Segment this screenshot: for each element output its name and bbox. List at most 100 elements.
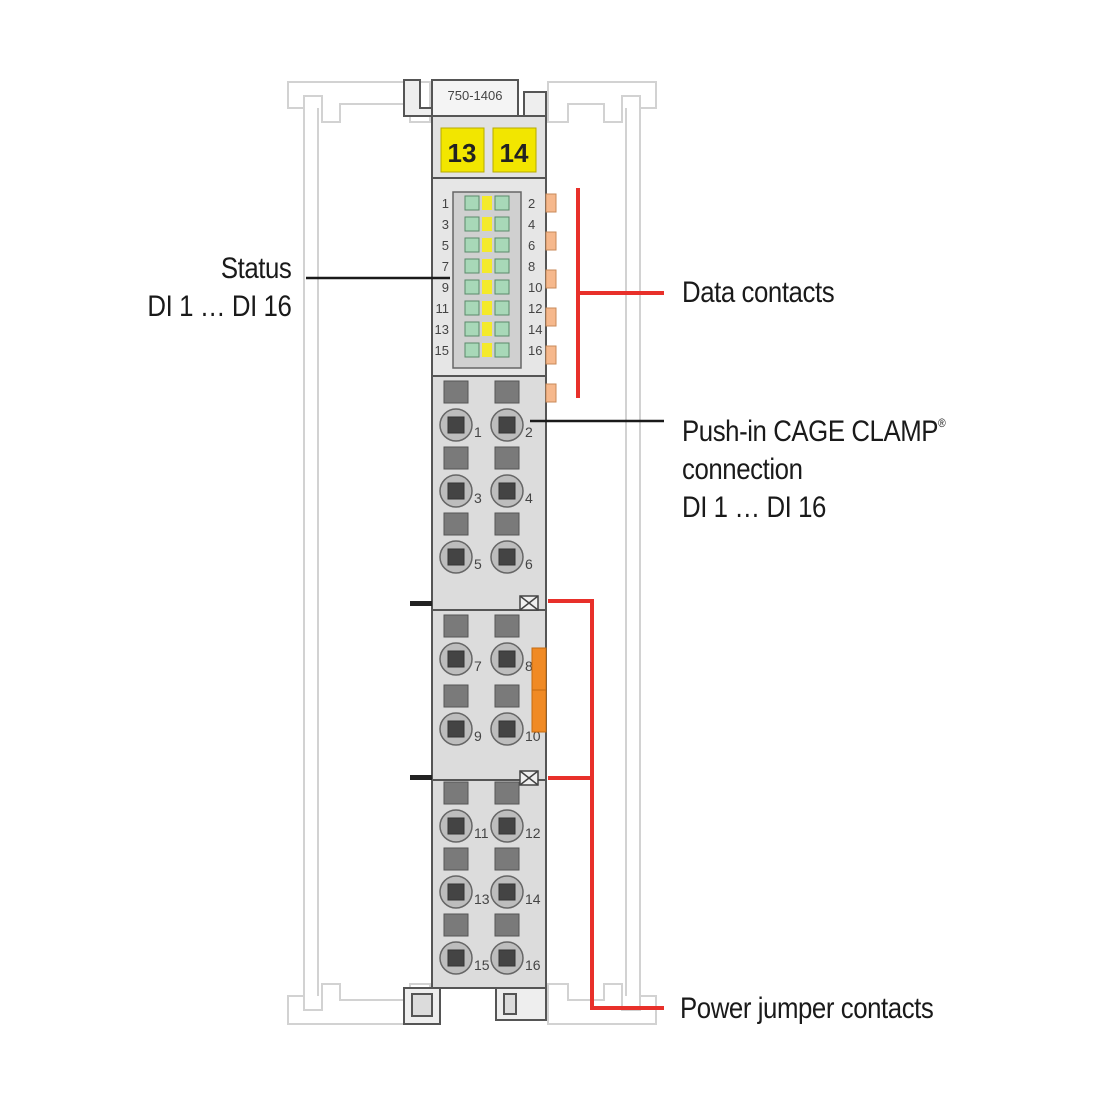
clamp-conductor-entry [498,949,516,967]
power-jumper-callout: Power jumper contacts [680,990,934,1028]
status-led-6 [494,237,510,253]
status-callout-range: DI 1 … DI 16 [147,290,291,323]
status-led-4 [494,216,510,232]
status-led-number: 9 [442,280,449,295]
terminal-number: 14 [525,891,541,907]
release-slot [443,512,469,536]
marker-13-label: 13 [448,138,477,168]
release-slot [494,380,520,404]
terminal-number: 12 [525,825,541,841]
clamp-conductor-entry [498,416,516,434]
status-led-number: 8 [528,259,535,274]
clamp-conductor-entry [498,650,516,668]
data-contacts-label: Data contacts [682,276,835,309]
release-slot [494,446,520,470]
status-led-11 [464,300,480,316]
status-led-9 [464,279,480,295]
status-led-10 [494,279,510,295]
terminal-number: 16 [525,957,541,973]
release-slot [494,684,520,708]
terminal-number: 5 [474,556,482,572]
clamp-conductor-entry [498,482,516,500]
status-led-2 [494,195,510,211]
clamp-conductor-entry [447,949,465,967]
status-led-7 [464,258,480,274]
data-contact-tab [545,383,557,403]
terminal-number: 2 [525,424,533,440]
terminal-number: 13 [474,891,490,907]
marker-14-label: 14 [500,138,529,168]
power-jumper-bracket [548,599,664,1010]
marker-14 [492,127,537,173]
top-latch [403,79,547,117]
release-slot [443,847,469,871]
push-in-line2: connection [682,453,803,486]
status-led-12 [494,300,510,316]
push-in-callout: Push-in CAGE CLAMP® connection DI 1 … DI… [682,404,946,527]
status-led-16 [494,342,510,358]
status-led-5 [464,237,480,253]
terminal-number: 3 [474,490,482,506]
push-in-title: Push-in CAGE CLAMP [682,415,939,448]
status-led-bar [482,238,492,252]
status-led-8 [494,258,510,274]
terminal-number: 7 [474,658,482,674]
module-separators [410,595,539,786]
status-led-number: 14 [528,322,542,337]
release-slot [494,614,520,638]
status-led-bar [482,259,492,273]
status-led-3 [464,216,480,232]
status-led-number: 1 [442,196,449,211]
release-slot [443,380,469,404]
clamp-conductor-entry [447,416,465,434]
data-contact-tab [545,307,557,327]
clamp-conductor-entry [447,720,465,738]
release-slot [494,781,520,805]
marker-13 [440,127,485,173]
status-led-bar [482,217,492,231]
release-slot [443,614,469,638]
push-in-terminals [439,380,524,975]
clamp-conductor-entry [447,650,465,668]
status-led-13 [464,321,480,337]
release-slot [443,684,469,708]
clamp-conductor-entry [498,883,516,901]
push-in-line3: DI 1 … DI 16 [682,491,826,524]
push-in-line1: Push-in CAGE CLAMP® [682,404,946,451]
clamp-conductor-entry [498,720,516,738]
status-led-number: 2 [528,196,535,211]
status-led-bar [482,301,492,315]
terminal-number: 6 [525,556,533,572]
clamp-conductor-entry [447,482,465,500]
release-slot [443,781,469,805]
bottom-latch [403,987,547,1025]
release-slot [494,847,520,871]
registered-mark: ® [938,416,946,430]
status-led-number: 6 [528,238,535,253]
status-led-number: 5 [442,238,449,253]
power-jumper-label: Power jumper contacts [680,992,934,1025]
status-led-number: 12 [528,301,542,316]
status-leds [464,195,510,358]
terminal-number: 9 [474,728,482,744]
status-led-number: 10 [528,280,542,295]
power-jumper-contact-lower [519,770,539,786]
status-led-bar [482,196,492,210]
release-slot [443,446,469,470]
status-led-number: 16 [528,343,542,358]
clamp-conductor-entry [447,817,465,835]
terminal-number: 4 [525,490,533,506]
data-contacts [545,193,557,403]
data-contact-tab [545,193,557,213]
data-contact-tab [545,345,557,365]
terminal-number: 15 [474,957,490,973]
release-slot [494,913,520,937]
status-led-15 [464,342,480,358]
terminal-number: 8 [525,658,533,674]
release-slot [443,913,469,937]
status-led-bar [482,280,492,294]
data-contacts-callout: Data contacts [682,274,835,312]
data-contacts-bracket [576,188,664,398]
